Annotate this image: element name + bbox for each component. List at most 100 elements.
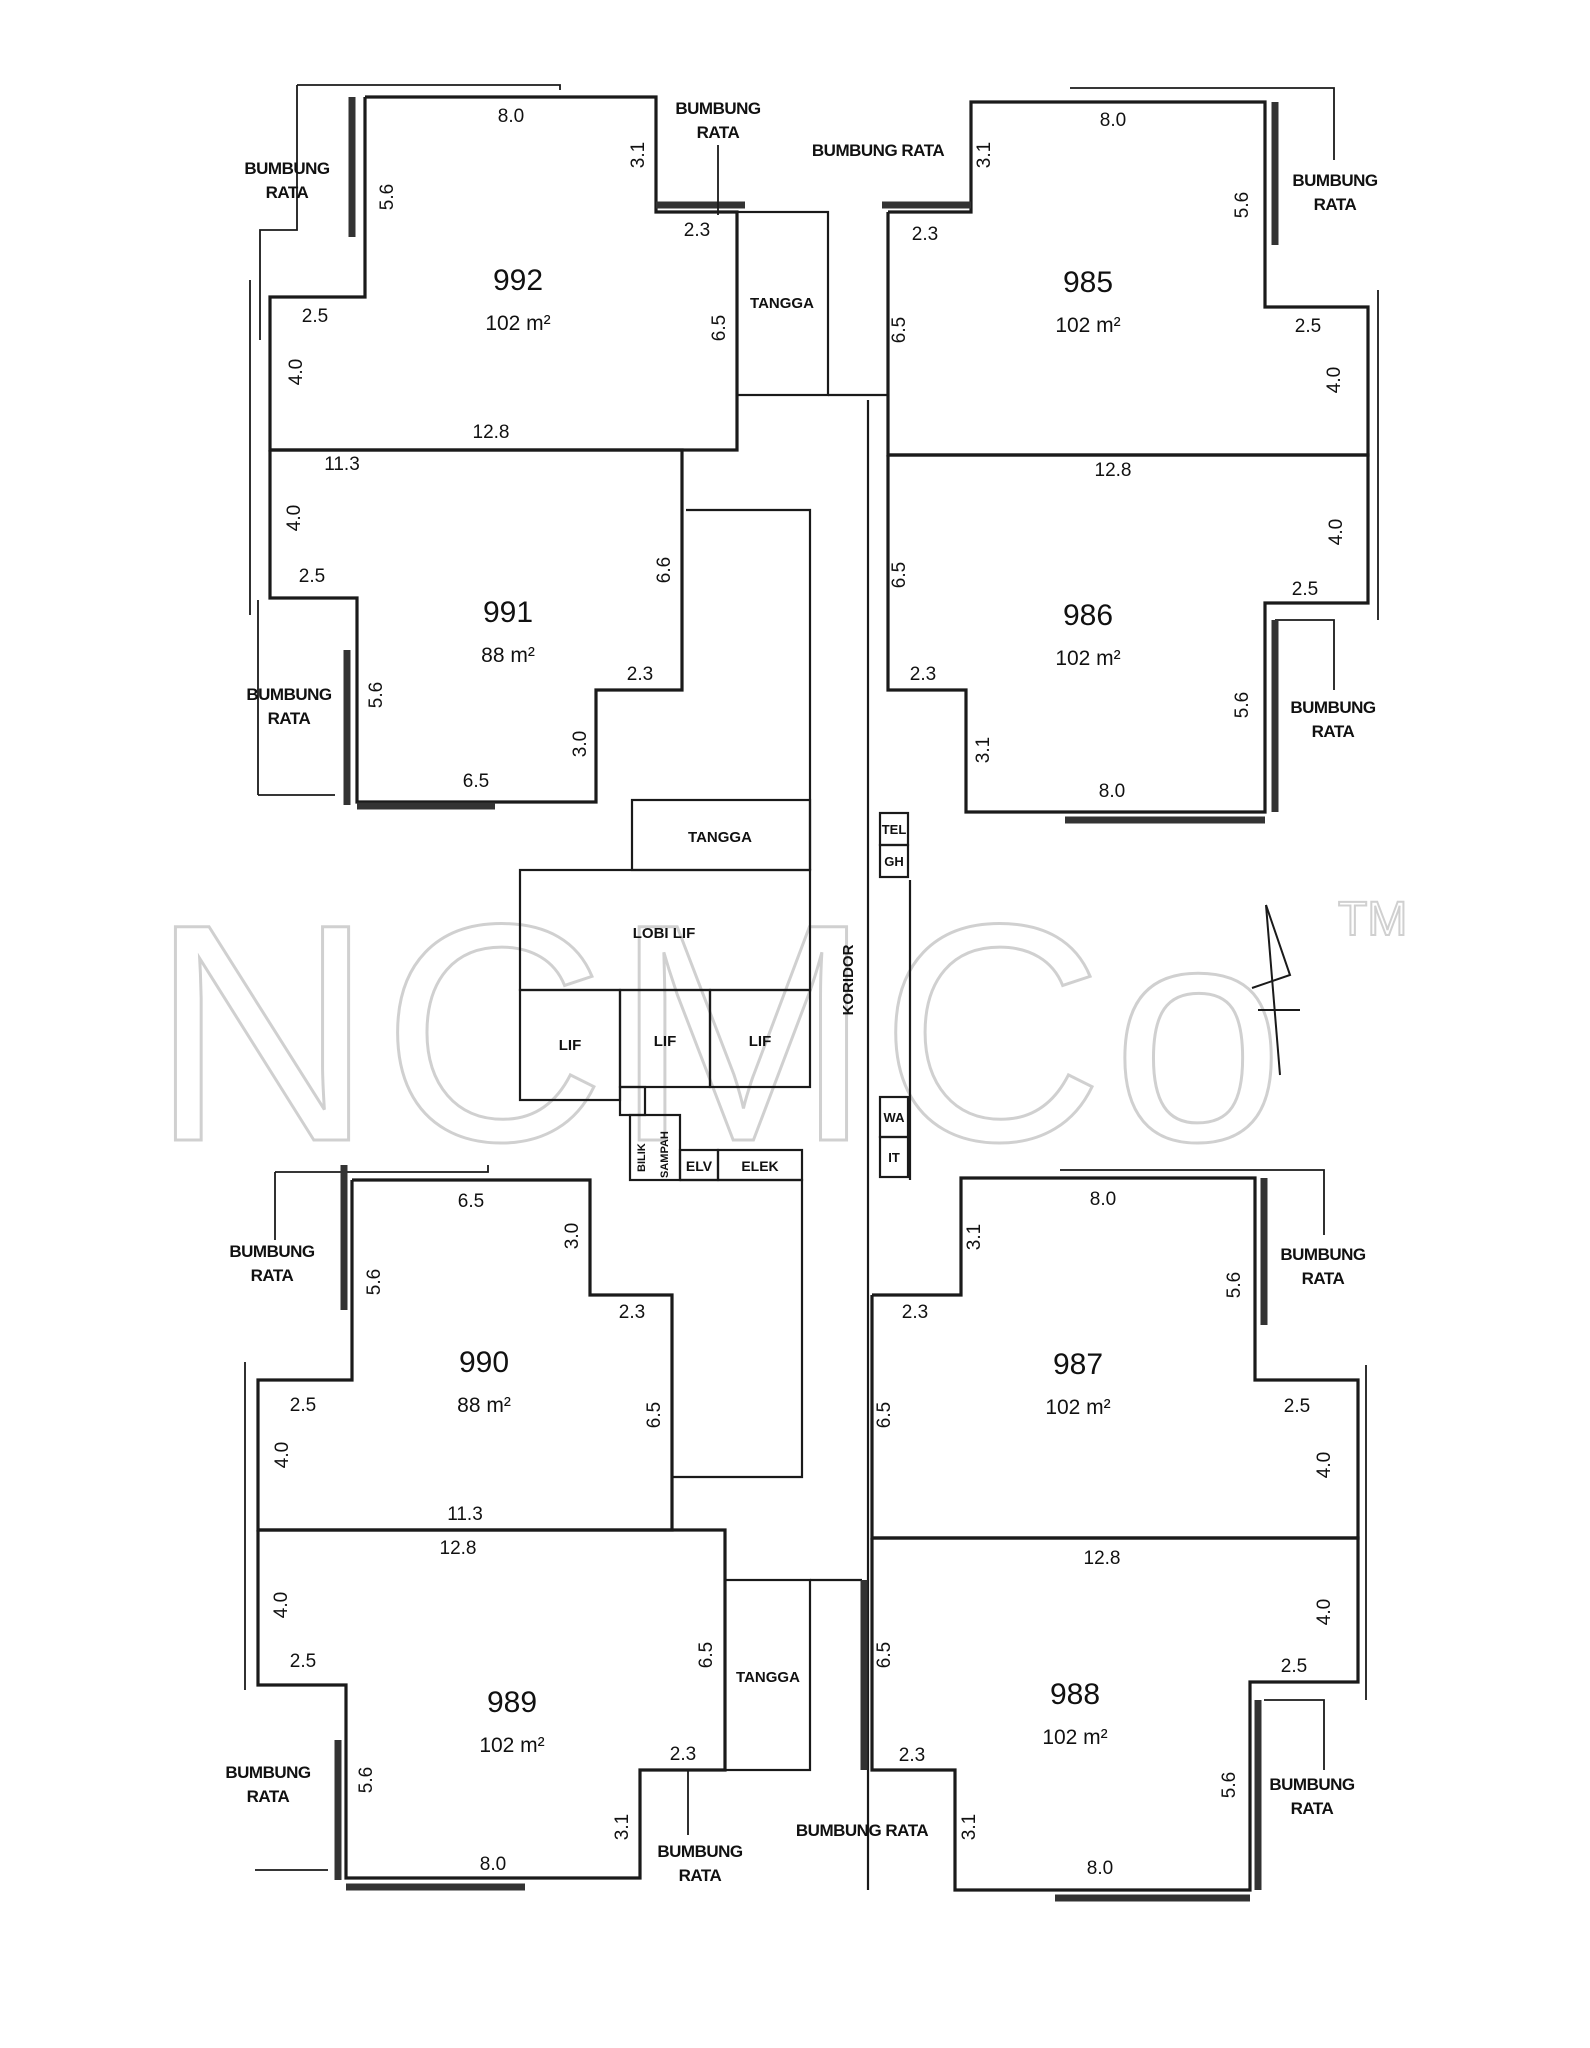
dimension: 8.0 — [480, 1854, 506, 1875]
refuse-room-label: SAMPAH — [659, 1131, 671, 1178]
dimension: 6.5 — [463, 771, 489, 792]
flat-roof-label: RATA — [1291, 1799, 1334, 1818]
dimension: 2.5 — [290, 1395, 316, 1416]
it-label: IT — [888, 1150, 900, 1165]
dimension: 12.8 — [473, 422, 510, 443]
flat-roof-label: RATA — [266, 183, 309, 202]
unit-992: 992 102 m² 8.0 2.3 2.5 12.8 5.6 3.1 6.5 … — [244, 84, 761, 615]
dimension: 2.3 — [627, 664, 653, 685]
unit-number: 989 — [487, 1686, 537, 1719]
unit-985: 985 102 m² 8.0 2.3 2.5 12.8 3.1 5.6 6.5 … — [812, 87, 1379, 620]
dimension: 8.0 — [1099, 781, 1125, 802]
refuse-room — [628, 1113, 682, 1182]
dimension: 2.5 — [290, 1651, 316, 1672]
wa-label: WA — [884, 1110, 906, 1125]
flat-roof-label: RATA — [1312, 722, 1355, 741]
flat-roof-label: RATA — [697, 123, 740, 142]
dimension: 4.0 — [272, 1442, 293, 1468]
dimension: 6.5 — [644, 1402, 665, 1428]
unit-number: 985 — [1063, 266, 1113, 299]
dimension: 5.6 — [1232, 692, 1253, 718]
unit-number: 991 — [483, 596, 533, 629]
dimension: 2.5 — [1281, 1656, 1307, 1677]
flat-roof-label: BUMBUNG — [1280, 1245, 1366, 1264]
unit-number: 990 — [459, 1346, 509, 1379]
dimension: 5.6 — [1219, 1772, 1240, 1798]
flat-roof-label: BUMBUNG — [1290, 698, 1376, 717]
flat-roof-label: BUMBUNG — [1292, 171, 1378, 190]
stair-upper — [735, 210, 830, 397]
dimension: 8.0 — [1087, 1858, 1113, 1879]
dimension: 5.6 — [356, 1767, 377, 1793]
unit-number: 988 — [1050, 1678, 1100, 1711]
dimension: 3.1 — [974, 142, 995, 168]
flat-roof-label: RATA — [679, 1866, 722, 1885]
it-room — [878, 1135, 910, 1179]
flat-roof-label: RATA — [268, 709, 311, 728]
dimension: 6.5 — [458, 1191, 484, 1212]
tel-label: TEL — [882, 822, 907, 837]
dimension: 8.0 — [1100, 110, 1126, 131]
dimension: 11.3 — [324, 454, 360, 475]
dimension: 2.5 — [299, 566, 325, 587]
unit-area: 88 m² — [457, 1394, 511, 1417]
lift-label: LIF — [749, 1033, 772, 1050]
unit-area: 102 m² — [1042, 1726, 1107, 1749]
dimension: 3.1 — [964, 1224, 985, 1250]
dimension: 12.8 — [1095, 460, 1132, 481]
stair-label: TANGGA — [688, 829, 752, 846]
dimension: 2.3 — [619, 1302, 645, 1323]
unit-991: 991 88 m² 11.3 2.5 2.3 6.5 4.0 6.6 5.6 3… — [246, 448, 684, 810]
stair-label: TANGGA — [736, 1669, 800, 1686]
unit-area: 102 m² — [1045, 1396, 1110, 1419]
dimension: 12.8 — [440, 1538, 477, 1559]
dimension: 4.0 — [271, 1592, 292, 1618]
unit-number: 987 — [1053, 1348, 1103, 1381]
unit-area: 88 m² — [481, 644, 535, 667]
dimension: 4.0 — [286, 359, 307, 385]
dimension: 2.3 — [912, 224, 938, 245]
dimension: 2.5 — [1295, 316, 1321, 337]
flat-roof-label: BUMBUNG — [225, 1763, 311, 1782]
dimension: 3.0 — [562, 1223, 583, 1249]
lift-label: LIF — [654, 1033, 677, 1050]
unit-number: 992 — [493, 264, 543, 297]
dimension: 5.6 — [364, 1269, 385, 1295]
dimension: 2.5 — [302, 306, 328, 327]
dimension: 6.5 — [696, 1642, 717, 1668]
watermark: NCMCo — [150, 859, 1292, 1206]
dimension: 6.5 — [874, 1642, 895, 1668]
dimension: 8.0 — [1090, 1189, 1116, 1210]
flat-roof-label: BUMBUNG — [657, 1842, 743, 1861]
refuse-room-label: BILIK — [636, 1143, 648, 1172]
lift-lobby-label: LOBI LIF — [633, 925, 696, 942]
elv-label: ELV — [686, 1158, 713, 1174]
dimension: 3.1 — [959, 1814, 980, 1840]
dimension: 4.0 — [1324, 367, 1345, 393]
unit-area: 102 m² — [1055, 647, 1120, 670]
flat-roof-label: RATA — [247, 1787, 290, 1806]
gh-room — [878, 843, 910, 879]
unit-area: 102 m² — [479, 1734, 544, 1757]
flat-roof-label: RATA — [251, 1266, 294, 1285]
central-core: TANGGA TANGGA LOBI LIF LIF LIF LIF BILIK… — [518, 210, 912, 1890]
unit-986: 986 102 m² 2.5 2.3 8.0 4.0 6.5 3.1 5.6 B… — [886, 453, 1376, 824]
gh-label: GH — [884, 854, 904, 869]
flat-roof-label: BUMBUNG — [675, 99, 761, 118]
unit-988: 988 102 m² 12.8 2.5 2.3 8.0 4.0 6.5 5.6 … — [796, 1536, 1360, 1902]
dimension: 6.5 — [874, 1402, 895, 1428]
flat-roof-label: BUMBUNG RATA — [796, 1821, 928, 1840]
electrical-label: ELEK — [741, 1158, 778, 1174]
dimension: 3.1 — [973, 737, 994, 763]
flat-roof-label: BUMBUNG — [229, 1242, 315, 1261]
dimension: 5.6 — [1224, 1272, 1245, 1298]
dimension: 5.6 — [1232, 192, 1253, 218]
flat-roof-label: BUMBUNG — [1269, 1775, 1355, 1794]
dimension: 2.3 — [902, 1302, 928, 1323]
dimension: 2.3 — [899, 1745, 925, 1766]
dimension: 3.0 — [570, 731, 591, 757]
flat-roof-label: BUMBUNG — [244, 159, 330, 178]
unit-area: 102 m² — [1055, 314, 1120, 337]
dimension: 2.3 — [910, 664, 936, 685]
